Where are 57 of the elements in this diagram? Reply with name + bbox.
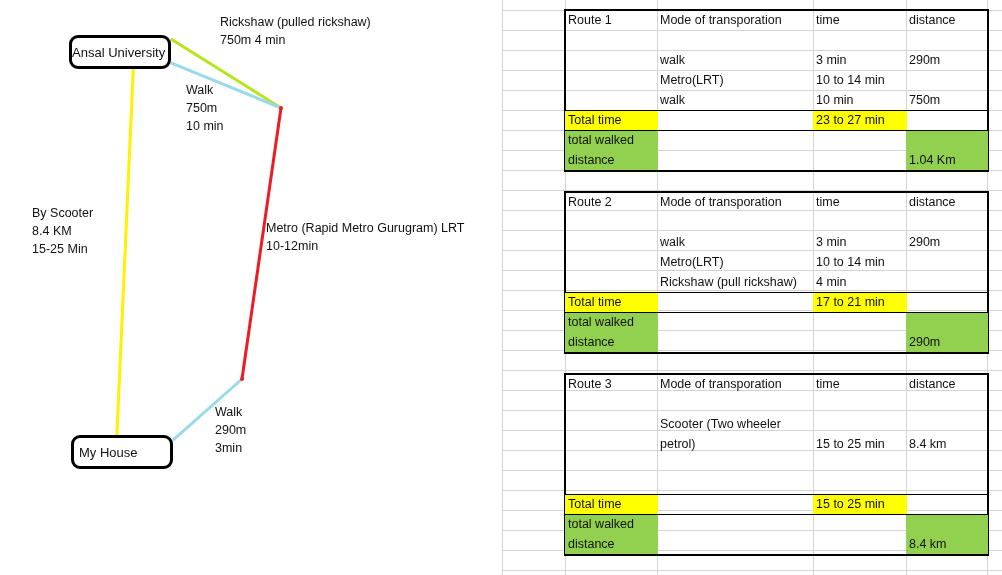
time-value: 10 to 14 min — [815, 72, 886, 89]
total-distance-value: 1.04 Km — [906, 131, 988, 170]
total-time-value: 15 to 25 min — [813, 495, 907, 514]
transport-mode: walk — [659, 234, 686, 251]
edge-label: Walk 750m 10 min — [186, 82, 225, 135]
column-header: distance — [908, 12, 957, 29]
column-header: distance — [908, 376, 957, 393]
edge-label: By Scooter 8.4 KM 15-25 Min — [32, 205, 95, 258]
edge-label: Walk 290m 3min — [215, 404, 248, 457]
total-time-value: 23 to 27 min — [813, 111, 907, 130]
transport-mode: Metro(LRT) — [659, 72, 725, 89]
time-value: 10 to 14 min — [815, 254, 886, 271]
transport-mode: Rickshaw (pull rickshaw) — [659, 274, 798, 291]
total-distance-value: 8.4 km — [906, 515, 988, 554]
place-name: My House — [78, 444, 138, 460]
time-value: 3 min — [815, 234, 848, 251]
distance-value: 290m — [908, 234, 942, 251]
edge-label: Rickshaw (pulled rickshaw) 750m 4 min — [220, 14, 372, 49]
transport-mode: walk — [659, 92, 686, 109]
junction-point — [279, 106, 283, 110]
route-line — [172, 377, 243, 442]
time-value: 15 to 25 min — [815, 436, 886, 453]
column-header: time — [815, 12, 841, 29]
route-name: Route 3 — [567, 376, 613, 393]
column-header: Mode of transporation — [659, 376, 783, 393]
route-name: Route 2 — [567, 194, 613, 211]
transport-mode: walk — [659, 52, 686, 69]
total-label: total walked distance — [565, 131, 658, 170]
edge-label: Metro (Rapid Metro Gurugram) LRT 10-12min — [266, 220, 466, 255]
place-box — [69, 35, 171, 69]
column-header: Mode of transporation — [659, 12, 783, 29]
total-label: total walked distance — [565, 313, 658, 352]
route-line — [170, 61, 282, 110]
distance-value: 290m — [908, 52, 942, 69]
route-line — [240, 107, 283, 380]
distance-value: 8.4 km — [908, 436, 948, 453]
column-header: time — [815, 194, 841, 211]
junction-point — [240, 377, 244, 381]
distance-value: 750m — [908, 92, 942, 109]
total-label: Total time — [565, 111, 658, 130]
transport-mode: Metro(LRT) — [659, 254, 725, 271]
column-header: Mode of transporation — [659, 194, 783, 211]
column-header: distance — [908, 194, 957, 211]
place-name: Ansal University — [72, 44, 166, 60]
column-header: time — [815, 376, 841, 393]
time-value: 10 min — [815, 92, 855, 109]
total-label: Total time — [565, 293, 658, 312]
total-label: Total time — [565, 495, 658, 514]
total-label: total walked distance — [565, 515, 658, 554]
total-distance-value: 290m — [906, 313, 988, 352]
time-value: 4 min — [815, 274, 848, 291]
route-name: Route 1 — [567, 12, 613, 29]
transport-mode: Scooter (Two wheeler petrol) — [659, 416, 782, 453]
total-time-value: 17 to 21 min — [813, 293, 907, 312]
place-box — [71, 435, 173, 469]
time-value: 3 min — [815, 52, 848, 69]
route-line — [115, 68, 135, 436]
